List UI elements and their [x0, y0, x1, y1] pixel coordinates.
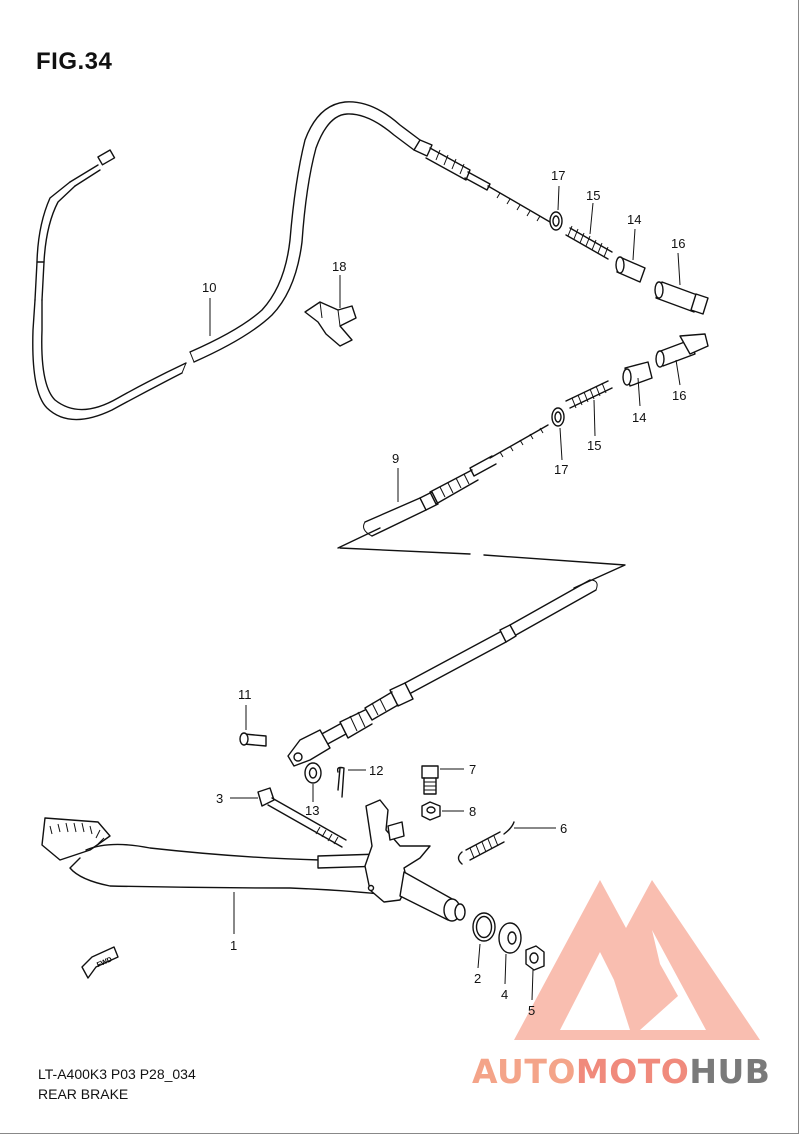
- clamp-18: [304, 301, 357, 347]
- watermark-logo: [514, 880, 760, 1040]
- callout-15-upper: 15: [586, 188, 600, 203]
- callout-18: 18: [332, 259, 346, 274]
- callout-7: 7: [469, 762, 476, 777]
- brake-pedal-1: [41, 799, 466, 922]
- nut-8: [421, 801, 441, 821]
- model-code: LT-A400K3 P03 P28_034: [38, 1066, 196, 1082]
- callout-15-lower: 15: [587, 438, 601, 453]
- callout-9: 9: [392, 451, 399, 466]
- circlip-2: [472, 912, 496, 942]
- figure-title: FIG.34: [36, 48, 113, 75]
- callout-8: 8: [469, 804, 476, 819]
- callout-17-upper: 17: [551, 168, 565, 183]
- cable-10: [32, 101, 551, 421]
- watermark-part-2: MOTO: [575, 1052, 690, 1091]
- callout-12: 12: [369, 763, 383, 778]
- callout-14-lower: 14: [632, 410, 646, 425]
- callout-1: 1: [230, 938, 237, 953]
- watermark-part-3: HUB: [689, 1052, 771, 1091]
- upper-adjuster-set: [549, 211, 709, 315]
- bolt-3: [257, 787, 347, 848]
- callout-3: 3: [216, 791, 223, 806]
- bolt-7: [421, 765, 439, 795]
- callout-4: 4: [501, 987, 508, 1002]
- fwd-arrow-icon: FWD: [81, 946, 119, 979]
- callout-14-upper: 14: [627, 212, 641, 227]
- cable-9: [287, 424, 626, 767]
- callout-2: 2: [474, 971, 481, 986]
- washer-13: [304, 762, 322, 784]
- section-name: REAR BRAKE: [38, 1086, 129, 1102]
- callout-16-upper: 16: [671, 236, 685, 251]
- leader-lines: [209, 185, 681, 1001]
- washer-4: [498, 922, 522, 954]
- watermark-text: AUTOMOTOHUB: [472, 1052, 770, 1091]
- callout-5: 5: [528, 1003, 535, 1018]
- callout-11: 11: [238, 687, 252, 702]
- nut-5: [525, 945, 545, 971]
- callout-labels: 10 18 17 15 14 16 16 14 15 17 9 11 12 13…: [202, 168, 686, 1018]
- cotter-pin-12: [336, 766, 345, 798]
- lower-adjuster-set: [551, 333, 709, 427]
- callout-16-lower: 16: [672, 388, 686, 403]
- callout-10: 10: [202, 280, 216, 295]
- spring-6: [457, 821, 515, 865]
- watermark-part-1: AUTO: [472, 1052, 576, 1091]
- pin-11: [239, 732, 267, 747]
- callout-6: 6: [560, 821, 567, 836]
- callout-13: 13: [305, 803, 319, 818]
- callout-17-lower: 17: [554, 462, 568, 477]
